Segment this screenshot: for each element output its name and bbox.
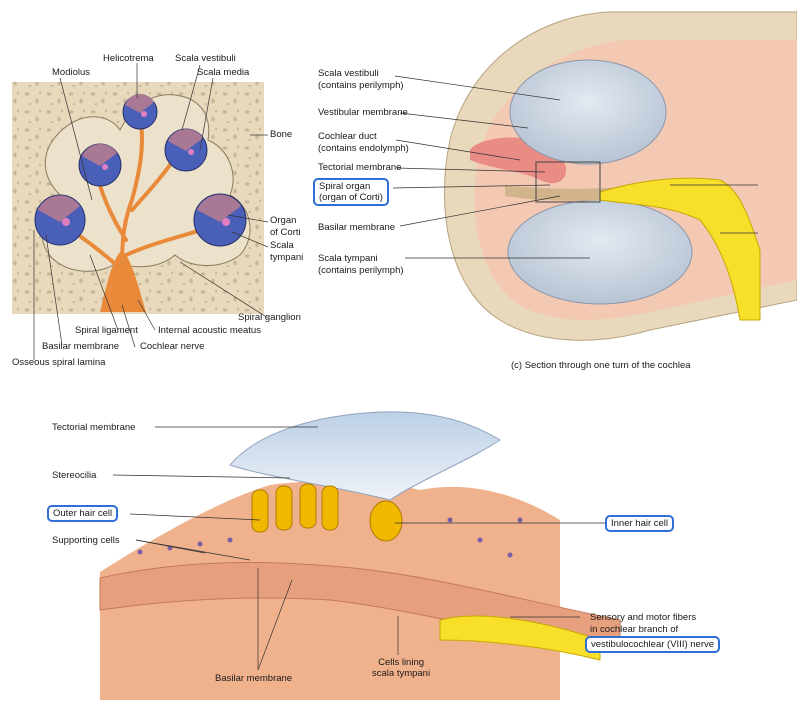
label-cochlear-nerve: Cochlear nerve	[140, 341, 205, 352]
label-c-spiral-organ-2: (organ of Corti)	[319, 192, 383, 203]
label-c-basilar-membrane: Basilar membrane	[318, 222, 396, 233]
label-d-sensory-fibers-2: in cochlear branch of	[590, 624, 679, 635]
label-scala-vestibuli: Scala vestibuli	[175, 53, 236, 64]
label-c-scala-vestibuli-2: (contains perilymph)	[318, 80, 404, 91]
scala-tympani-space	[507, 199, 693, 305]
label-c-tectorial-membrane: Tectorial membrane	[318, 162, 402, 173]
label-c-scala-vestibuli-1: Scala vestibuli	[318, 68, 379, 79]
label-c-scala-tympani-1: Scala tympani	[318, 253, 378, 264]
label-c-scala-tympani-2: (contains perilymph)	[318, 265, 404, 276]
label-c-spiral-organ: Spiral organ (organ of Corti)	[313, 178, 389, 206]
label-spiral-ligament: Spiral ligament	[75, 325, 138, 336]
label-internal-acoustic-meatus: Internal acoustic meatus	[158, 325, 261, 336]
nerve-fibers-band	[439, 615, 601, 661]
label-bone: Bone	[270, 129, 293, 140]
label-d-supporting-cells: Supporting cells	[52, 535, 120, 546]
scala-vestibuli-space	[509, 59, 667, 165]
label-helicotrema: Helicotrema	[103, 53, 154, 64]
label-c-spiral-organ-1: Spiral organ	[319, 181, 371, 192]
magnified-region-box	[535, 161, 601, 203]
panel-c-caption: (c) Section through one turn of the coch…	[511, 360, 691, 371]
label-d-sensory-fibers-1: Sensory and motor fibers	[590, 612, 697, 623]
outer-hair-cells	[251, 483, 339, 533]
label-spiral-ganglion: Spiral ganglion	[238, 312, 301, 323]
label-scala-tympani-2: tympani	[270, 252, 304, 263]
panel-c-section	[392, 11, 797, 341]
label-osseous-spiral-lamina: Osseous spiral lamina	[12, 357, 106, 368]
label-modiolus: Modiolus	[52, 67, 91, 78]
cochlear-nerve-trunk	[100, 250, 146, 312]
label-d-cells-lining: Cells lining scala tympani	[372, 657, 430, 679]
label-scala-media: Scala media	[197, 67, 250, 78]
label-d-sensory-fibers-3: vestibulocochlear (VIII) nerve	[585, 636, 721, 653]
cochlear-nerve	[599, 177, 761, 321]
label-d-outer-hair-cell: Outer hair cell	[47, 505, 119, 522]
label-d-basilar-membrane: Basilar membrane	[215, 673, 293, 684]
cochlear-turns	[34, 94, 247, 247]
panel-d-organ	[99, 411, 621, 700]
panel-d-leaders	[112, 426, 605, 671]
label-d-tectorial-membrane: Tectorial membrane	[52, 422, 136, 433]
cell-nuclei	[137, 517, 523, 558]
label-d-inner-hair-cell: Inner hair cell	[605, 515, 675, 532]
label-basilar-membrane-a: Basilar membrane	[42, 341, 120, 352]
label-organ-2: of Corti	[270, 227, 301, 238]
label-c-cochlear-duct-1: Cochlear duct	[318, 131, 377, 142]
label-organ-1: Organ	[270, 215, 297, 226]
label-scala-tympani-1: Scala	[270, 240, 294, 251]
label-d-stereocilia: Stereocilia	[52, 470, 97, 481]
inner-hair-cell-body	[369, 500, 403, 542]
panel-a-cochlea	[12, 63, 269, 360]
label-d-cells-lining-2: scala tympani	[372, 668, 431, 679]
panel-c-leaders	[392, 75, 758, 259]
panel-a-leaders	[33, 63, 269, 360]
label-c-vestibular-membrane: Vestibular membrane	[318, 107, 408, 118]
label-c-cochlear-duct-2: (contains endolymph)	[318, 143, 409, 154]
label-d-cells-lining-1: Cells lining	[378, 657, 425, 668]
